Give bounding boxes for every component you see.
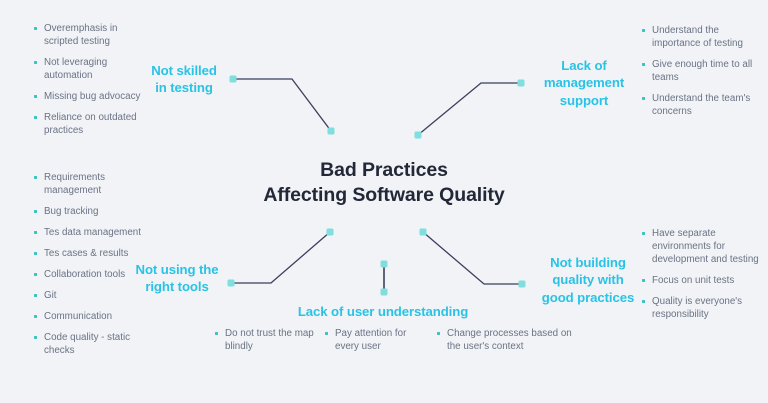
bullet-dot-icon — [325, 331, 329, 335]
connector-dot-not-skilled-inner — [327, 127, 335, 135]
bullet-dot-icon — [34, 94, 38, 98]
list-item[interactable]: Collaboration tools — [34, 268, 146, 281]
center-title: Bad Practices Affecting Software Quality — [0, 158, 768, 208]
bullet-dot-icon — [34, 335, 38, 340]
list-item[interactable]: Git — [34, 289, 146, 302]
list-item-label: Requirements management — [44, 172, 105, 197]
bullet-dot-icon — [642, 278, 646, 282]
list-lack-management: Understand the importance of testing Giv… — [642, 24, 758, 118]
bullet-dot-icon — [642, 96, 646, 100]
list-item[interactable]: Quality is everyone's responsibility — [642, 295, 760, 321]
list-item[interactable]: Do not trust the map blindly — [215, 327, 317, 353]
list-item-label: Pay attention for every user — [335, 328, 407, 353]
list-item-label: Bug tracking — [44, 206, 99, 218]
list-item[interactable]: Requirements management — [34, 171, 146, 197]
list-item-label: Focus on unit tests — [652, 275, 735, 287]
list-item[interactable]: Understand the team's concerns — [642, 92, 758, 118]
connector-not-using-tools — [231, 231, 331, 284]
list-item-label: Change processes based on the user's con… — [447, 328, 572, 353]
list-item[interactable]: Missing bug advocacy — [34, 90, 144, 103]
connector-dot-lack-management-inner — [414, 131, 422, 139]
bullet-dot-icon — [34, 115, 38, 119]
bullet-dot-icon — [34, 293, 38, 297]
bullet-dot-icon — [642, 299, 646, 303]
branch-label-not-using-tools-line1: Not using the — [135, 262, 219, 277]
list-item-label: Collaboration tools — [44, 269, 126, 281]
bullet-dot-icon — [642, 28, 646, 32]
list-item[interactable]: Have separate environments for developme… — [642, 227, 760, 266]
bullet-dot-icon — [34, 26, 38, 30]
list-item[interactable]: Give enough time to all teams — [642, 58, 758, 84]
bullet-dot-icon — [34, 60, 38, 64]
branch-label-not-skilled-line2: in testing — [155, 80, 213, 96]
branch-label-not-using-tools-line2: right tools — [145, 279, 209, 295]
bullet-dot-icon — [34, 209, 38, 213]
bullet-dot-icon — [34, 272, 38, 276]
list-item[interactable]: Not leveraging automation — [34, 56, 144, 82]
connector-not-building-quality — [422, 231, 522, 285]
list-item[interactable]: Tes cases & results — [34, 247, 146, 260]
branch-label-not-using-tools[interactable]: Not using the right tools — [118, 261, 236, 296]
list-not-using-tools: Requirements management Bug tracking Tes… — [34, 171, 146, 357]
list-item-label: Do not trust the map blindly — [225, 328, 314, 353]
list-item-label: Missing bug advocacy — [44, 91, 141, 103]
list-item-label: Overemphasis in scripted testing — [44, 23, 118, 48]
bullet-dot-icon — [437, 331, 441, 335]
branch-label-lack-user-understanding-text: Lack of user understanding — [297, 304, 469, 319]
connector-dot-lack-user-top — [380, 260, 388, 268]
branch-label-not-building-quality-line1: Not building — [550, 255, 626, 270]
list-item[interactable]: Overemphasis in scripted testing — [34, 22, 144, 48]
list-item[interactable]: Reliance on outdated practices — [34, 111, 144, 137]
bullet-dot-icon — [642, 62, 646, 66]
list-item[interactable]: Focus on unit tests — [642, 274, 760, 287]
connector-dot-not-building-inner — [419, 228, 427, 236]
branch-label-lack-management-line1: Lack of — [561, 58, 607, 73]
center-title-line1: Bad Practices — [320, 159, 448, 181]
list-not-skilled: Overemphasis in scripted testing Not lev… — [34, 22, 144, 137]
list-item-label: Reliance on outdated practices — [44, 112, 137, 137]
connector-dot-lack-user-bottom — [380, 288, 388, 296]
connector-lack-management — [417, 82, 521, 136]
branch-label-lack-management[interactable]: Lack of management support — [528, 57, 640, 109]
bullet-dot-icon — [34, 230, 38, 234]
list-item-label: Understand the team's concerns — [652, 93, 751, 118]
list-item-label: Tes cases & results — [44, 248, 129, 260]
branch-label-lack-management-line2: management — [543, 75, 625, 91]
connector-not-skilled — [233, 78, 332, 132]
bullet-dot-icon — [34, 251, 38, 255]
list-item-label: Give enough time to all teams — [652, 59, 753, 84]
list-item[interactable]: Communication — [34, 310, 146, 323]
branch-label-lack-user-understanding[interactable]: Lack of user understanding — [258, 303, 508, 320]
center-title-line2: Affecting Software Quality — [263, 183, 505, 206]
branch-label-not-skilled-line1: Not skilled — [151, 63, 217, 78]
list-item-label: Not leveraging automation — [44, 57, 108, 82]
list-lack-user-understanding: Do not trust the map blindly Pay attenti… — [215, 327, 645, 353]
list-item[interactable]: Code quality - static checks — [34, 331, 146, 357]
list-item[interactable]: Change processes based on the user's con… — [437, 327, 583, 353]
branch-label-not-building-quality[interactable]: Not building quality with good practices — [526, 254, 650, 306]
branch-label-not-building-quality-line2: quality with — [552, 272, 624, 288]
bullet-dot-icon — [215, 331, 219, 335]
list-item-label: Understand the importance of testing — [652, 25, 743, 50]
connector-dot-not-building-outer — [518, 280, 526, 288]
list-item-label: Tes data management — [44, 227, 141, 239]
list-item[interactable]: Bug tracking — [34, 205, 146, 218]
list-item[interactable]: Tes data management — [34, 226, 146, 239]
list-item-label: Have separate environments for developme… — [652, 228, 759, 266]
list-item[interactable]: Pay attention for every user — [325, 327, 427, 353]
bullet-dot-icon — [34, 314, 38, 318]
branch-label-not-skilled[interactable]: Not skilled in testing — [134, 62, 234, 97]
list-item[interactable]: Understand the importance of testing — [642, 24, 758, 50]
list-item-label: Communication — [44, 311, 113, 323]
bullet-dot-icon — [642, 231, 646, 235]
bullet-dot-icon — [34, 175, 38, 179]
connector-dot-lack-management-outer — [517, 79, 525, 87]
list-item-label: Git — [44, 290, 57, 302]
connector-dot-not-using-tools-inner — [326, 228, 334, 236]
list-item-label: Quality is everyone's responsibility — [652, 296, 743, 321]
list-not-building-quality: Have separate environments for developme… — [642, 227, 760, 321]
branch-label-lack-management-line3: support — [559, 92, 609, 108]
list-item-label: Code quality - static checks — [44, 332, 131, 357]
branch-label-not-building-quality-line3: good practices — [541, 289, 635, 305]
